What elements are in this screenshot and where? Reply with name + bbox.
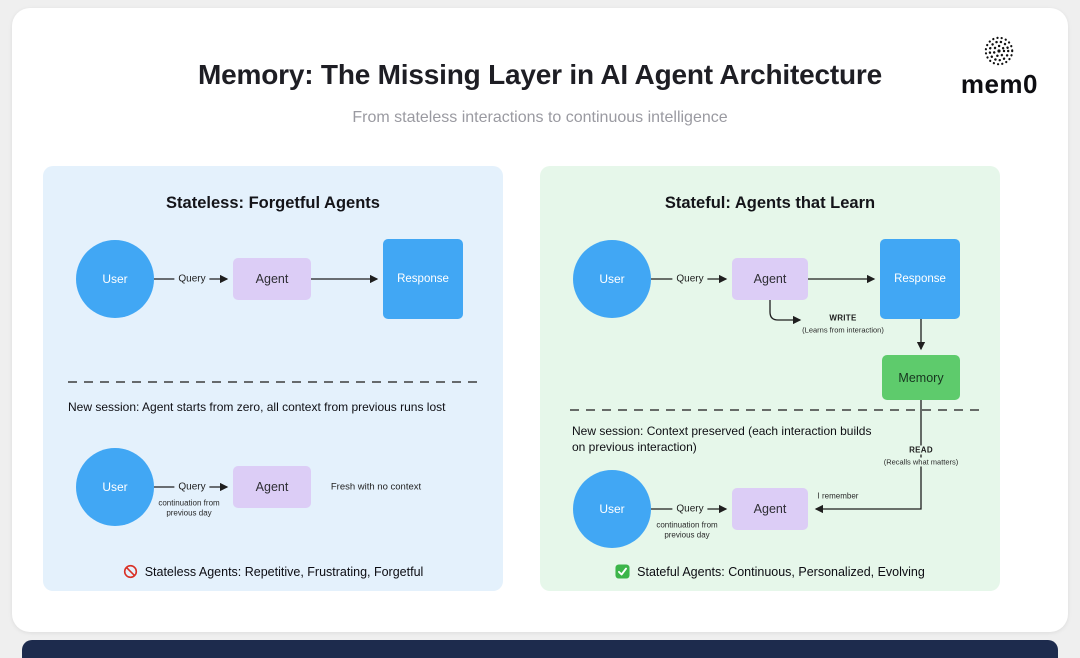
next-section-bar [22, 640, 1058, 658]
no-entry-icon [123, 564, 137, 579]
agent-node: Agent [732, 488, 808, 530]
stateless-panel-title: Stateless: Forgetful Agents [166, 194, 380, 212]
query-sub-label: previous day [664, 530, 710, 540]
write-edge-sublabel: (Learns from interaction) [802, 325, 884, 335]
query-edge-label: Query [672, 503, 708, 515]
query-edge-label: Query [672, 273, 708, 285]
query-sub-label: previous day [166, 508, 212, 518]
agent-node: Agent [233, 466, 311, 508]
agent-node: Agent [732, 258, 808, 300]
stateful-session-note-line2: on previous interaction) [572, 440, 697, 454]
memory-node: Memory [882, 355, 960, 400]
query-edge-label: Query [174, 481, 210, 493]
read-edge-sublabel: (Recalls what matters) [880, 457, 962, 467]
stateful-panel: Stateful: Agents that Learn User Query A… [540, 166, 1000, 591]
stateful-footer: Stateful Agents: Continuous, Personalize… [540, 564, 1000, 579]
stateless-connectors [68, 274, 478, 492]
user-node: User [76, 448, 154, 526]
stateless-session-note: New session: Agent starts from zero, all… [68, 400, 446, 414]
card: Memory: The Missing Layer in AI Agent Ar… [12, 8, 1068, 632]
user-node: User [573, 240, 651, 318]
query-sub-label: continuation from [656, 520, 718, 530]
stateful-footer-text: Stateful Agents: Continuous, Personalize… [637, 564, 925, 579]
query-sub-label: continuation from [158, 498, 220, 508]
check-icon [615, 564, 630, 579]
user-node: User [76, 240, 154, 318]
response-node: Response [880, 239, 960, 319]
stateless-footer-text: Stateless Agents: Repetitive, Frustratin… [144, 564, 424, 579]
write-edge-label: WRITE [829, 313, 857, 323]
stateless-panel: Stateless: Forgetful Agents User Query A… [43, 166, 503, 591]
mem0-logo: mem0 [961, 34, 1038, 97]
dotted-sphere-icon [985, 36, 1014, 66]
page-subtitle: From stateless interactions to continuou… [352, 109, 728, 126]
read-edge-label: READ [906, 445, 936, 455]
logo-text: mem0 [960, 69, 1038, 99]
stateless-footer: Stateless Agents: Repetitive, Frustratin… [43, 564, 503, 579]
page-title: Memory: The Missing Layer in AI Agent Ar… [198, 59, 882, 90]
stateful-session-note-line1: New session: Context preserved (each int… [572, 424, 872, 438]
user-node: User [573, 470, 651, 548]
fresh-context-note: Fresh with no context [330, 481, 422, 493]
query-edge-label: Query [174, 273, 210, 285]
stateful-panel-title: Stateful: Agents that Learn [664, 194, 876, 212]
response-node: Response [383, 239, 463, 319]
agent-node: Agent [233, 258, 311, 300]
remember-edge-label: I remember [817, 491, 859, 501]
